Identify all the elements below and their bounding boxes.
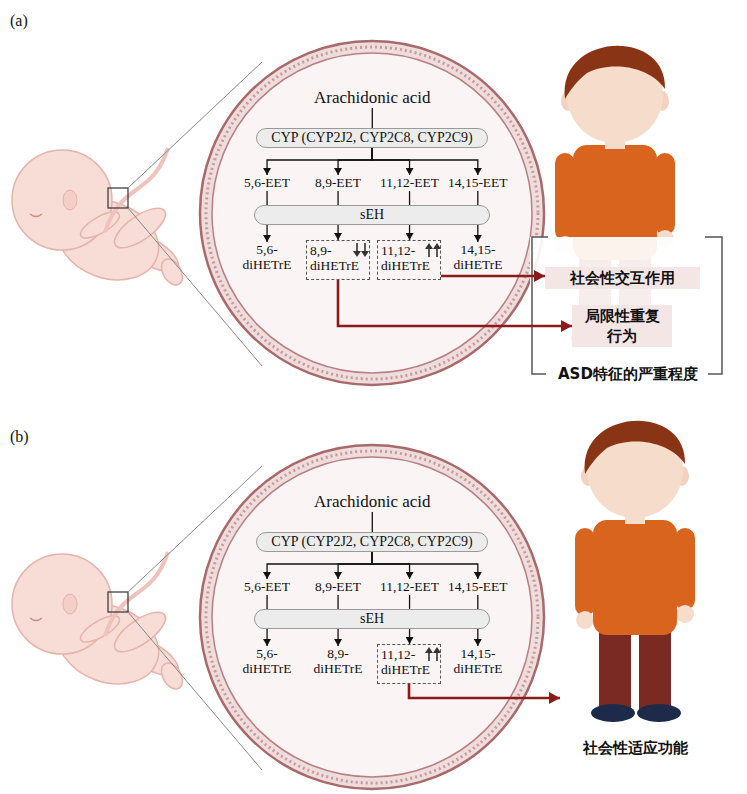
- outcome-box: 局限性重复 行为: [572, 305, 672, 347]
- increase-symbol: [425, 647, 441, 661]
- outcome-label: 社会性适应功能: [560, 688, 710, 758]
- node-text: 8,9-diHETrE: [309, 646, 367, 676]
- node-text: 5,6-EET: [244, 579, 290, 595]
- metabolite-label: 14,15-diHETrE: [449, 646, 507, 676]
- label-text: ASD特征的严重程度: [558, 364, 698, 384]
- node-text: CYP (CYP2J2, CYP2C8, CYP2C9): [261, 130, 483, 146]
- node-text: 8,9-EET: [315, 579, 361, 595]
- bracket-ground: [530, 237, 725, 377]
- node-text: 8,9-diHETrE: [310, 243, 366, 273]
- node-text: 5,6-diHETrE: [238, 646, 296, 676]
- highlight-box: 8,9-diHETrE: [306, 240, 370, 280]
- node-text: 11,12-diHETrE: [381, 647, 437, 677]
- enzyme-band: CYP (CYP2J2, CYP2C8, CYP2C9): [256, 532, 488, 552]
- highlight-box: 11,12-diHETrE: [377, 644, 441, 684]
- decrease-symbol: [353, 243, 369, 257]
- bracket: [532, 237, 722, 374]
- metabolite-label: 14,15-diHETrE: [449, 242, 507, 272]
- increase-symbol: [425, 243, 441, 257]
- pathway-arrow: [338, 552, 372, 579]
- node-text: 11,12-diHETrE: [381, 243, 437, 273]
- metabolite-label: 8,9-EET: [315, 579, 361, 595]
- metabolite-label: 8,9-diHETrE: [309, 646, 367, 676]
- node-text: 14,15-diHETrE: [449, 646, 507, 676]
- highlight-box: 11,12-diHETrE: [377, 240, 441, 280]
- metabolite-label: 11,12-EET: [380, 175, 439, 191]
- node-text: 5,6-EET: [244, 175, 290, 191]
- metabolite-label: 14,15-EET: [448, 175, 508, 191]
- node-text: 11,12-EET: [380, 579, 439, 595]
- pathway-arrow: [372, 148, 410, 175]
- node-text: sEH: [259, 207, 485, 223]
- substrate-label: Arachidonic acid: [314, 492, 431, 512]
- child-figure: [575, 421, 695, 722]
- pathway-arrow: [338, 148, 372, 175]
- outcome-arrow: [409, 684, 560, 698]
- pathway-arrow: [372, 512, 373, 532]
- pathway-arrow: [372, 552, 478, 579]
- pathway-arrow: [267, 552, 372, 579]
- metabolite-label: 5,6-EET: [244, 175, 290, 191]
- outcome-arrow: [441, 275, 545, 278]
- node-text: sEH: [259, 611, 485, 627]
- metabolite-label: 5,6-diHETrE: [238, 242, 296, 272]
- bracket-label: ASD特征的严重程度: [554, 364, 702, 384]
- metabolite-label: 5,6-EET: [244, 579, 290, 595]
- panel-label: (a): [10, 12, 28, 30]
- enzyme-band: sEH: [254, 609, 490, 629]
- node-text: 社会性适应功能: [583, 738, 688, 758]
- substrate-label: Arachidonic acid: [314, 88, 431, 108]
- metabolite-label: 11,12-EET: [380, 579, 439, 595]
- node-text: 8,9-EET: [315, 175, 361, 191]
- node-text: 局限性重复 行为: [578, 306, 666, 346]
- node-text: 14,15-EET: [448, 579, 508, 595]
- outcome-arrow: [338, 280, 572, 326]
- enzyme-band: sEH: [254, 205, 490, 225]
- node-text: Arachidonic acid: [314, 88, 431, 108]
- panel-label: (b): [10, 428, 29, 446]
- pathway-arrow: [267, 148, 372, 175]
- node-text: 14,15-diHETrE: [449, 242, 507, 272]
- pathway-arrow: [372, 552, 410, 579]
- node-text: 11,12-EET: [380, 175, 439, 191]
- outcome-box: 社会性交互作用: [545, 267, 700, 289]
- node-text: 社会性交互作用: [551, 268, 694, 288]
- metabolite-label: 8,9-EET: [315, 175, 361, 191]
- node-text: CYP (CYP2J2, CYP2C8, CYP2C9): [261, 534, 483, 550]
- enzyme-band: CYP (CYP2J2, CYP2C8, CYP2C9): [256, 128, 488, 148]
- magnified-cord: [200, 41, 544, 385]
- node-text: 14,15-EET: [448, 175, 508, 191]
- pathway-arrow: [372, 148, 478, 175]
- magnified-cord: [200, 445, 544, 789]
- metabolite-label: 14,15-EET: [448, 579, 508, 595]
- label-text: (a): [10, 12, 28, 30]
- metabolite-label: 5,6-diHETrE: [238, 646, 296, 676]
- pathway-arrow: [372, 108, 373, 128]
- node-text: 5,6-diHETrE: [238, 242, 296, 272]
- label-text: (b): [10, 428, 29, 446]
- node-text: Arachidonic acid: [314, 492, 431, 512]
